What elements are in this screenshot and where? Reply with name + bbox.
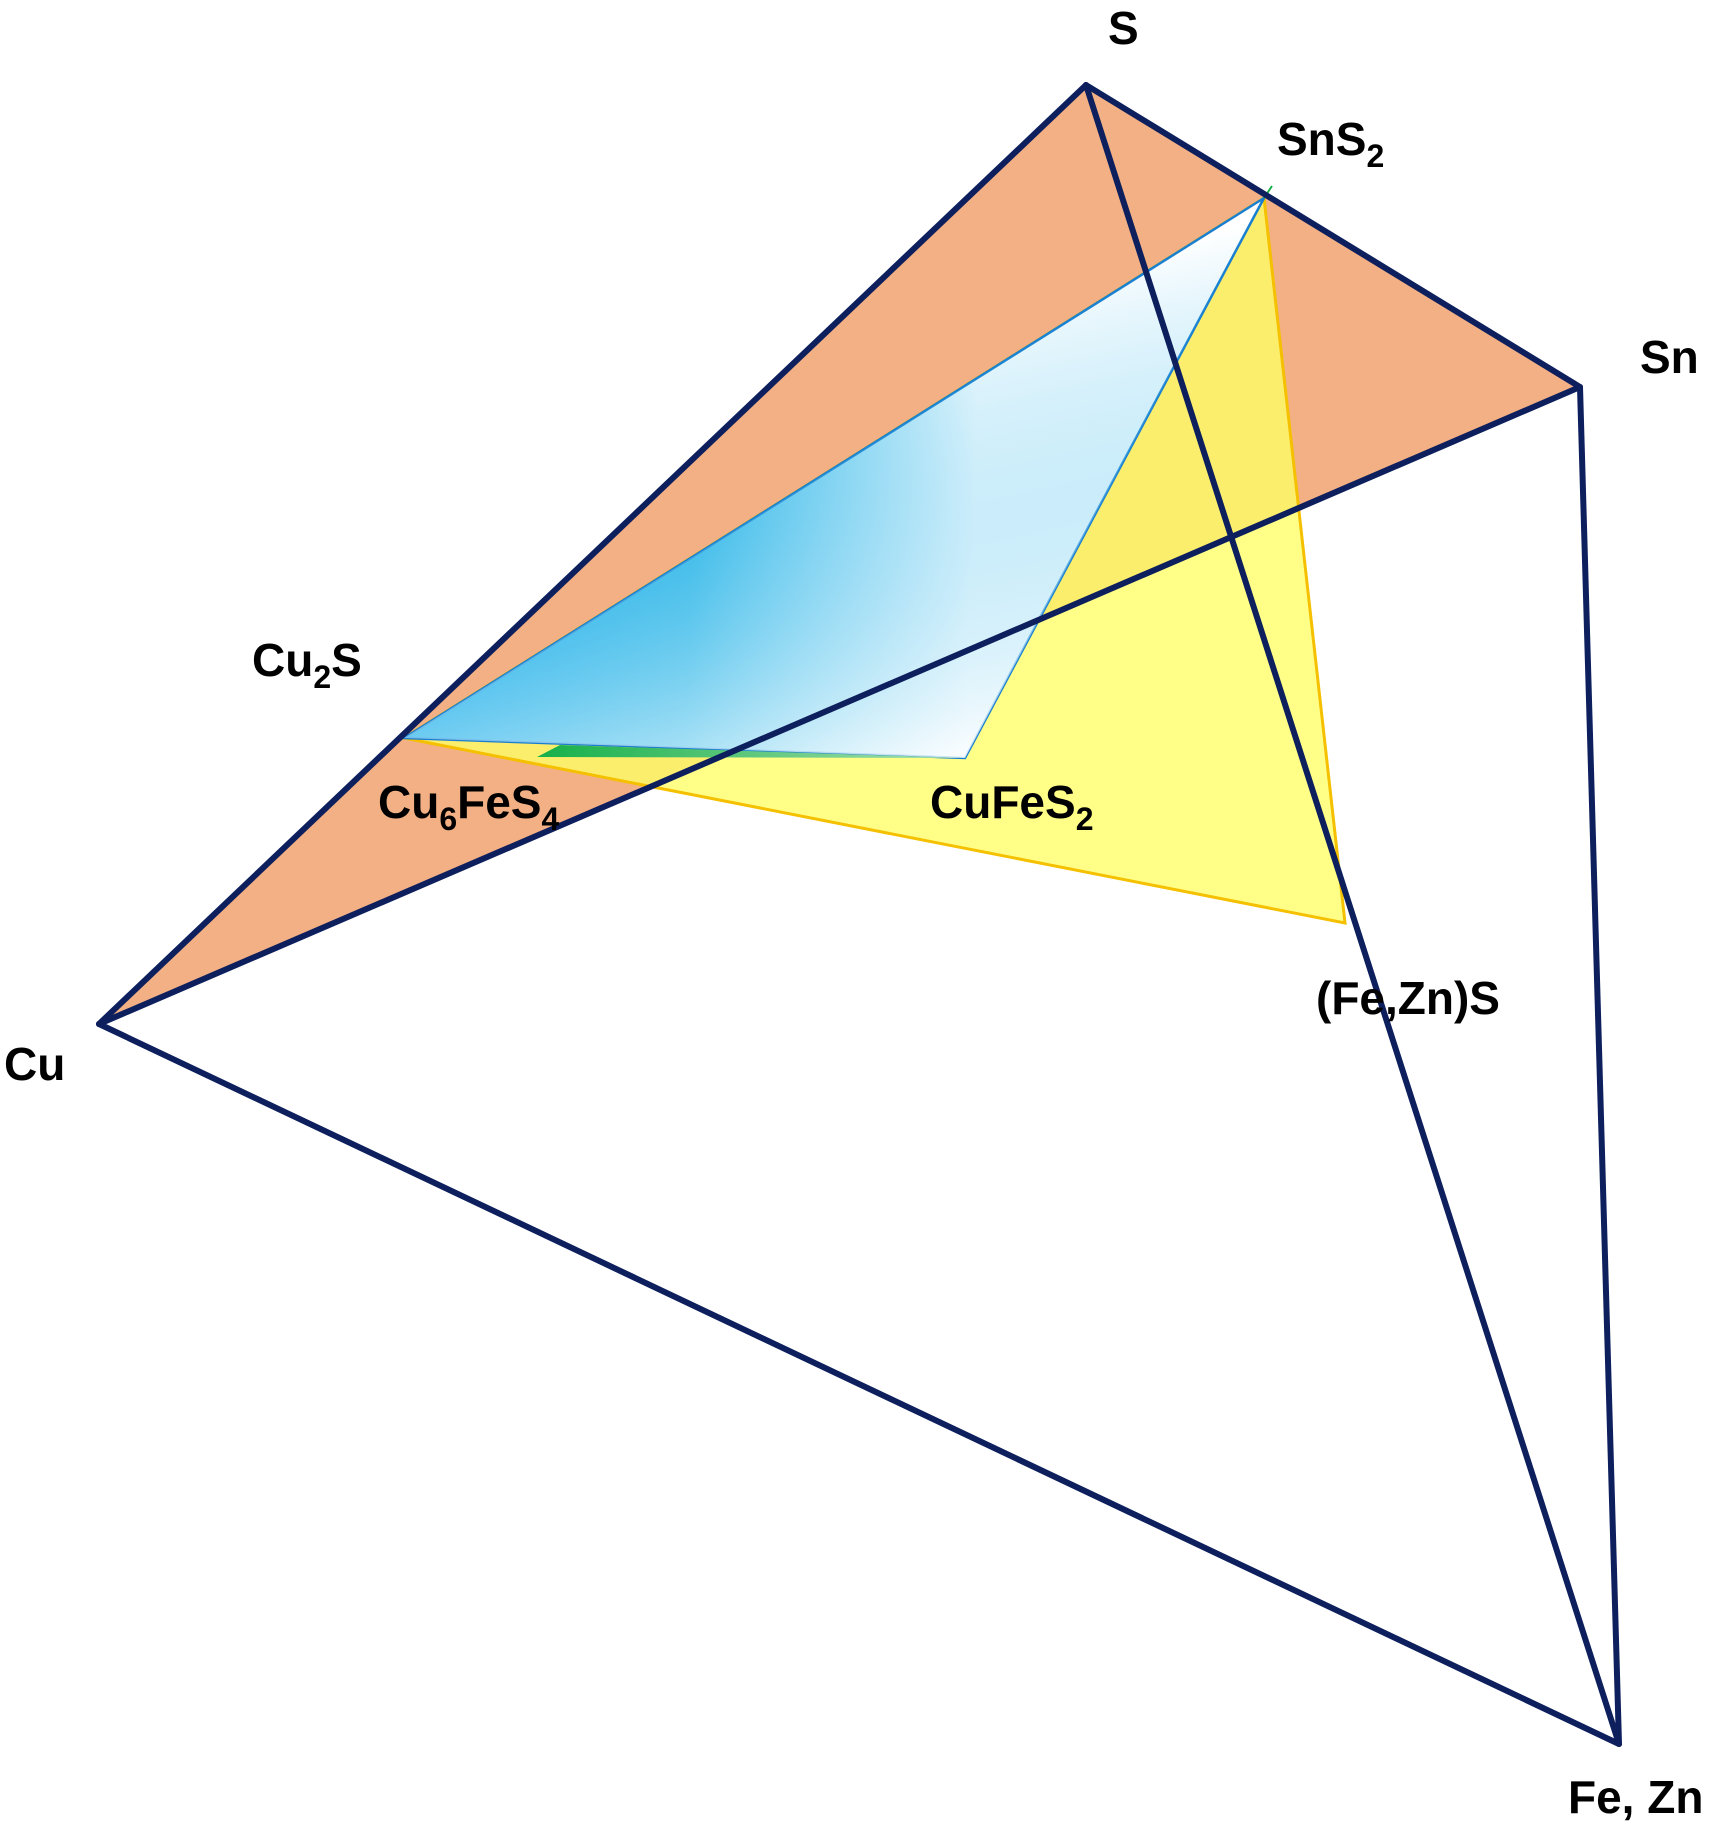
- edge-s-sn: [1083, 82, 1583, 390]
- edge-s-fezn: [1083, 82, 1622, 1747]
- phase-label-cu2s: Cu2S: [252, 634, 362, 695]
- vertex-label-sn: Sn: [1640, 331, 1699, 383]
- vertex-label-s: S: [1108, 2, 1139, 54]
- edge-cu-sn: [96, 384, 1583, 1027]
- vertex-label-cu: Cu: [4, 1038, 65, 1090]
- edge-sn-fezn: [1577, 384, 1622, 1747]
- blue-plane-shading: [404, 198, 1264, 758]
- green-plane-cu6fes4: [537, 745, 965, 758]
- phase-label-cufes2: CuFeS2: [930, 776, 1093, 837]
- edge-s-cu: [96, 82, 1089, 1027]
- phase-label-cu6fes4: Cu6FeS4: [378, 776, 560, 837]
- phase-label-sns2: SnS2: [1277, 113, 1384, 174]
- phase-label-fezns: (Fe,Zn)S: [1316, 972, 1500, 1024]
- edge-cu-fezn: [96, 1021, 1622, 1747]
- vertex-label-fezn: Fe, Zn: [1568, 1771, 1703, 1822]
